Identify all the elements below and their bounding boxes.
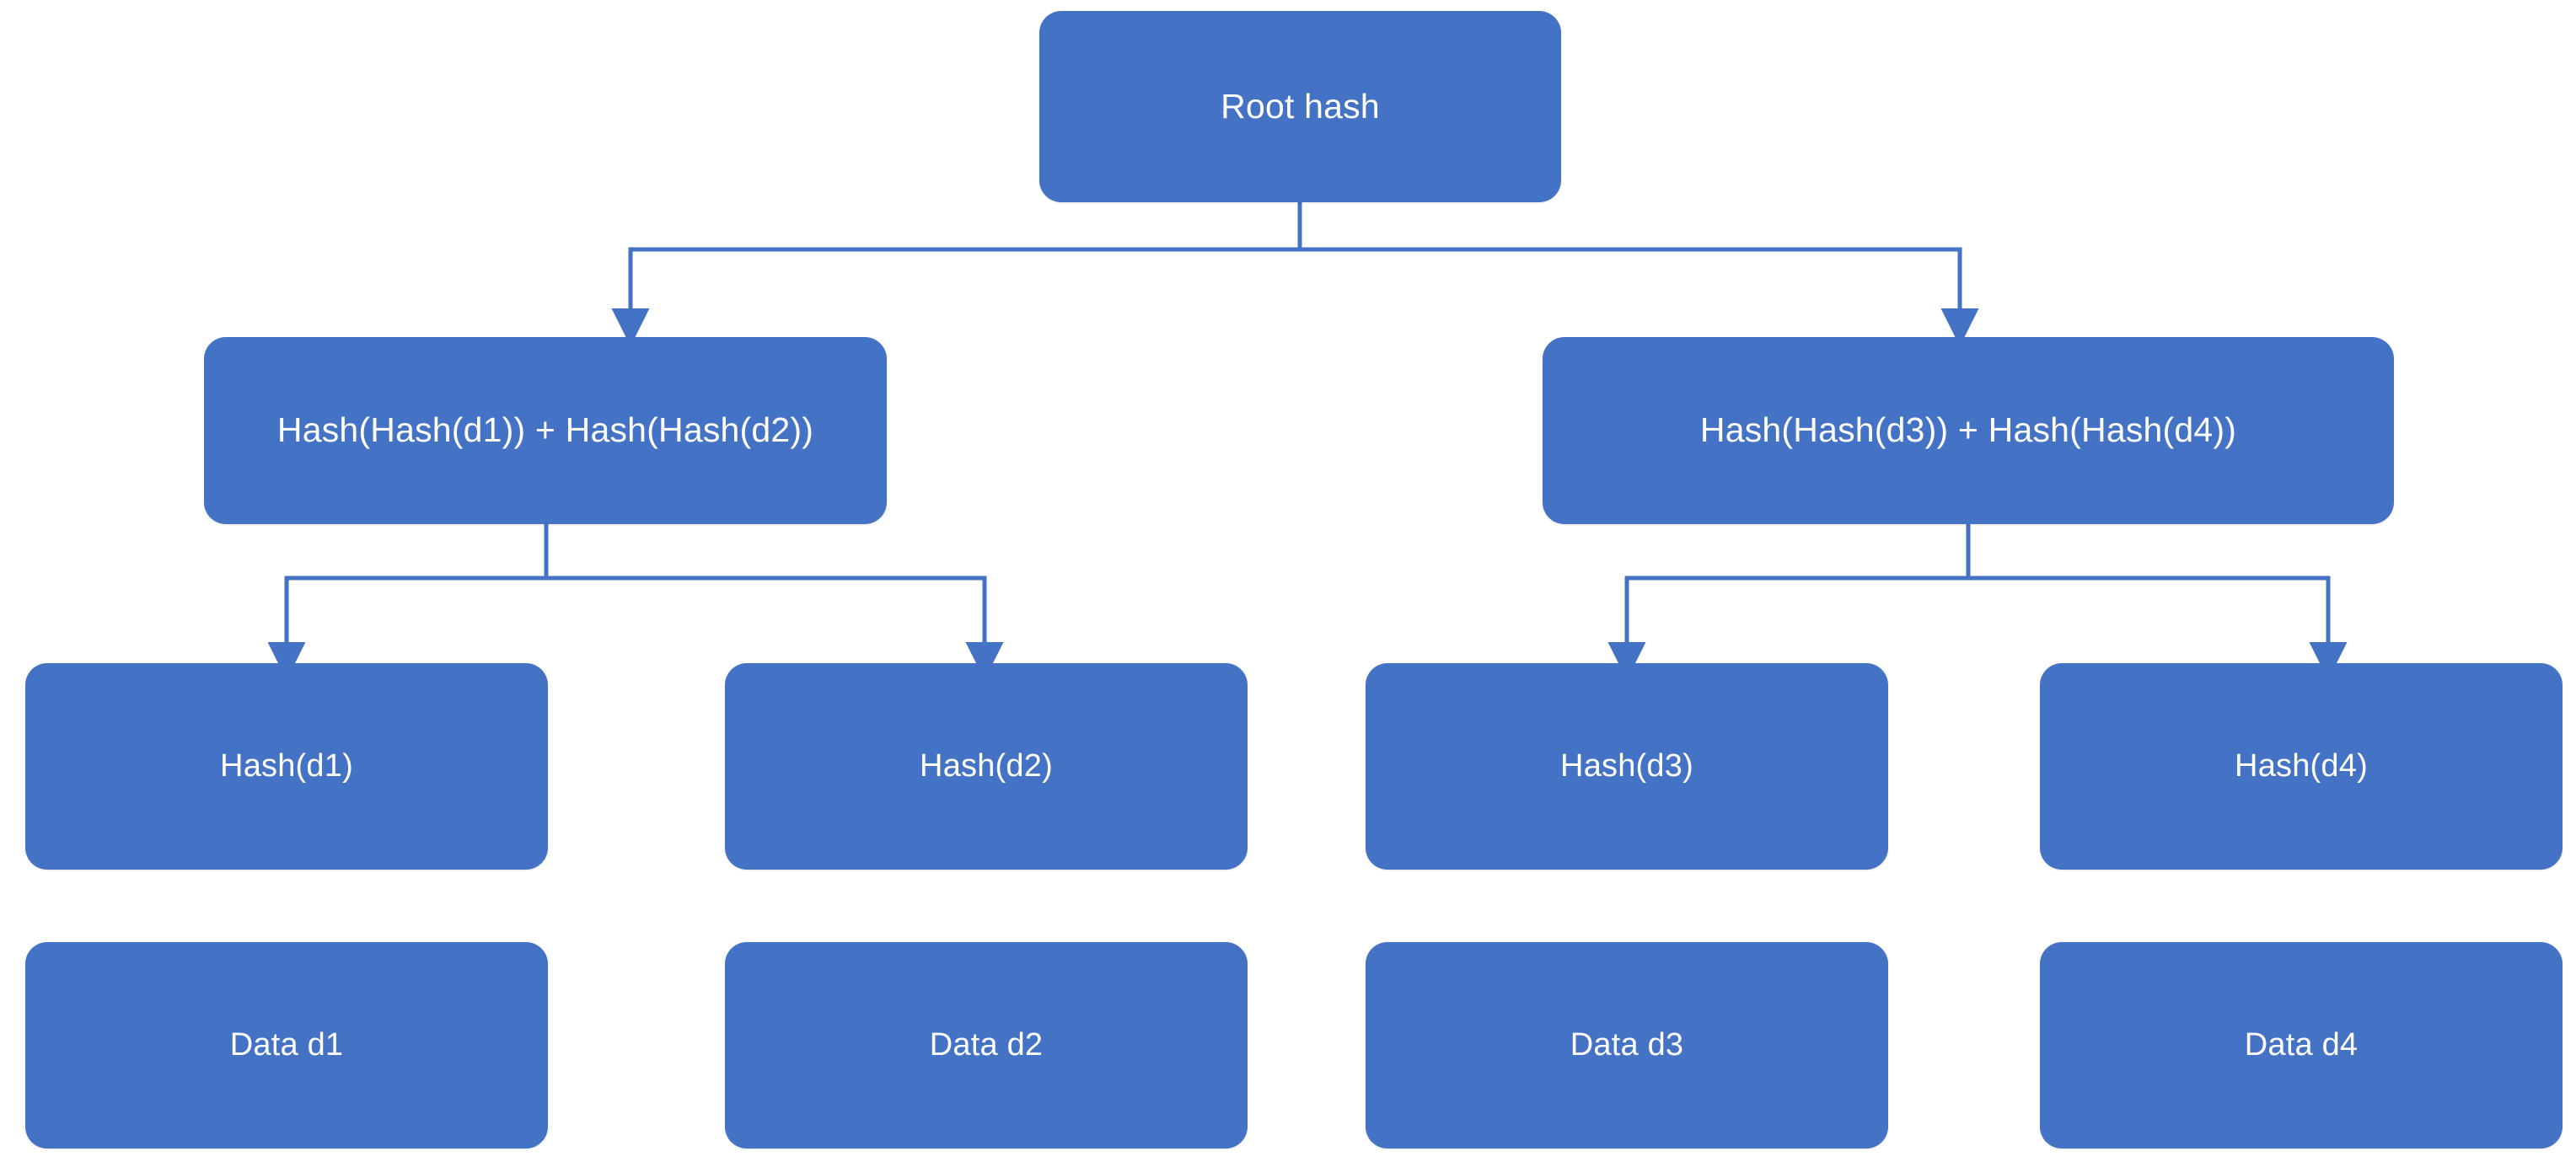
node-root[interactable]: Root hash [1039,11,1561,202]
node-data-d2-label: Data d2 [929,1026,1044,1063]
edge-inner-right-to-hash-d3 [1607,524,1971,680]
edge-root-to-inner-left [611,202,1302,346]
node-hash-d3[interactable]: Hash(d3) [1366,663,1888,870]
node-hash-d2[interactable]: Hash(d2) [725,663,1248,870]
node-data-d1-label: Data d1 [229,1026,344,1063]
node-data-d3[interactable]: Data d3 [1366,942,1888,1149]
node-hash-d2-label: Hash(d2) [920,747,1053,784]
edge-root-to-inner-right [1297,202,1979,346]
node-data-d2[interactable]: Data d2 [725,942,1248,1149]
node-hash-d3-label: Hash(d3) [1560,747,1693,784]
node-inner-right-label: Hash(Hash(d3)) + Hash(Hash(d4)) [1699,410,2237,450]
node-inner-left-label: Hash(Hash(d1)) + Hash(Hash(d2)) [276,410,814,450]
node-data-d3-label: Data d3 [1570,1026,1684,1063]
node-data-d1[interactable]: Data d1 [25,942,548,1149]
node-root-label: Root hash [1221,86,1380,126]
node-hash-d1-label: Hash(d1) [220,747,353,784]
node-hash-d1[interactable]: Hash(d1) [25,663,548,870]
edge-inner-right-to-hash-d4 [1966,524,2348,680]
edge-inner-left-to-hash-d1 [267,524,549,680]
node-data-d4-label: Data d4 [2244,1026,2359,1063]
node-data-d4[interactable]: Data d4 [2040,942,2563,1149]
node-hash-d4-label: Hash(d4) [2235,747,2368,784]
node-hash-d4[interactable]: Hash(d4) [2040,663,2563,870]
edge-inner-left-to-hash-d2 [544,524,1004,680]
node-inner-right[interactable]: Hash(Hash(d3)) + Hash(Hash(d4)) [1543,337,2394,524]
node-inner-left[interactable]: Hash(Hash(d1)) + Hash(Hash(d2)) [204,337,887,524]
